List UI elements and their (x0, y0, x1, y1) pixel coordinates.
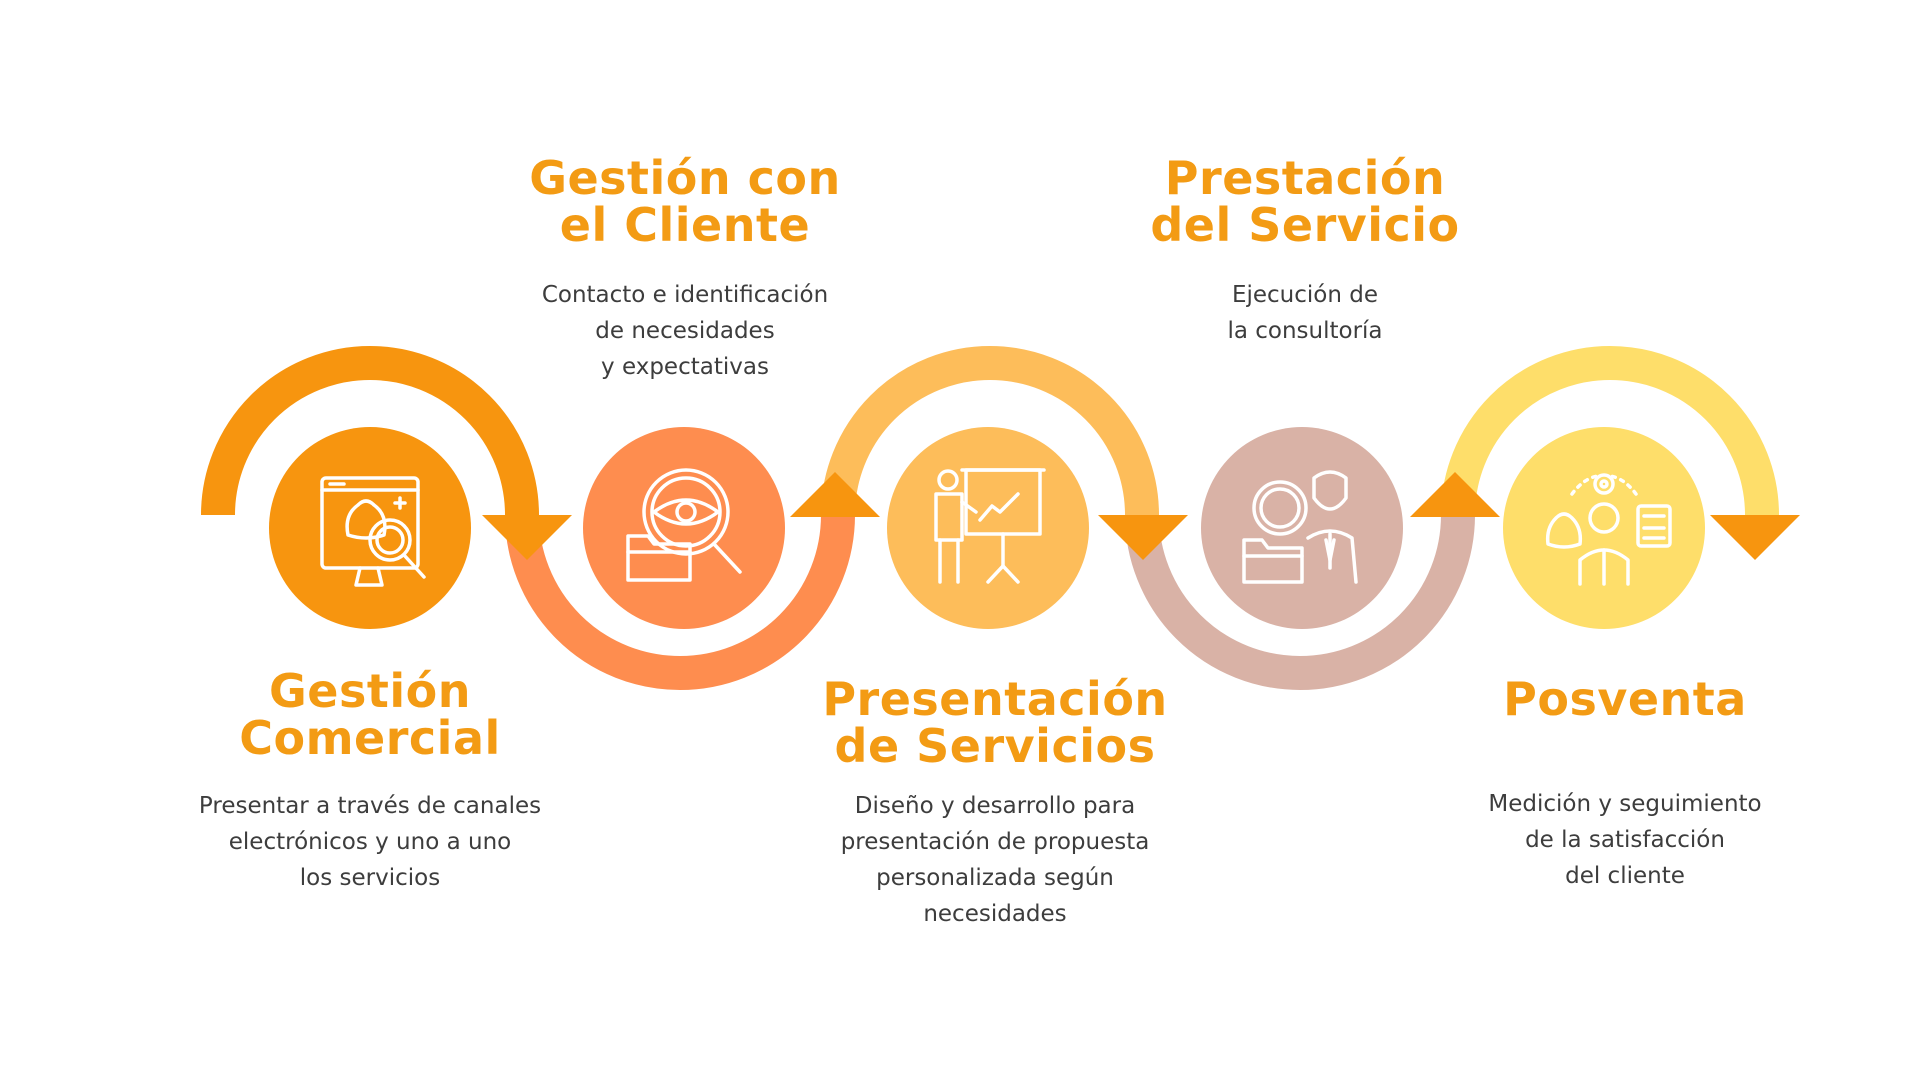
stage-title: Gestión con el Cliente (529, 151, 841, 252)
monitor-money-magnifier-icon (320, 476, 426, 587)
stage-circle-2 (583, 427, 785, 629)
arrowhead-up-2 (790, 472, 880, 517)
stage-circle-4 (1201, 427, 1403, 629)
arc-stage-1 (201, 346, 539, 516)
arc-stage-2 (505, 514, 855, 690)
stage-description: Diseño y desarrollo para presentación de… (840, 793, 1150, 927)
stage-description: Ejecución de la consultoría (1227, 282, 1383, 344)
stage-circle-3 (887, 427, 1089, 629)
arrowhead-down-5 (1710, 515, 1800, 560)
stage-title: Presentación de Servicios (822, 672, 1168, 773)
stage-circle-5 (1503, 427, 1705, 629)
presenter-board-icon (934, 468, 1046, 584)
stage-title: Gestión Comercial (239, 664, 501, 765)
stage-description: Medición y seguimiento de la satisfacció… (1488, 791, 1762, 889)
arc-stage-3 (821, 346, 1159, 516)
stage-title: Posventa (1503, 672, 1747, 726)
stage-title: Prestación del Servicio (1150, 151, 1460, 252)
consultant-magnifier-folder-icon (1242, 470, 1358, 584)
arc-stage-4 (1125, 514, 1475, 690)
arrowhead-up-4 (1410, 472, 1500, 517)
arc-stage-5 (1441, 346, 1779, 516)
stage-circle-1 (269, 427, 471, 629)
customer-service-icon (1545, 473, 1672, 586)
arrowhead-down-3 (1098, 515, 1188, 560)
stage-description: Contacto e identificación de necesidades… (541, 282, 829, 380)
arrowhead-down-1 (482, 515, 572, 560)
eye-magnifier-folder-icon (626, 468, 742, 582)
stage-description: Presentar a través de canales electrónic… (198, 793, 542, 891)
